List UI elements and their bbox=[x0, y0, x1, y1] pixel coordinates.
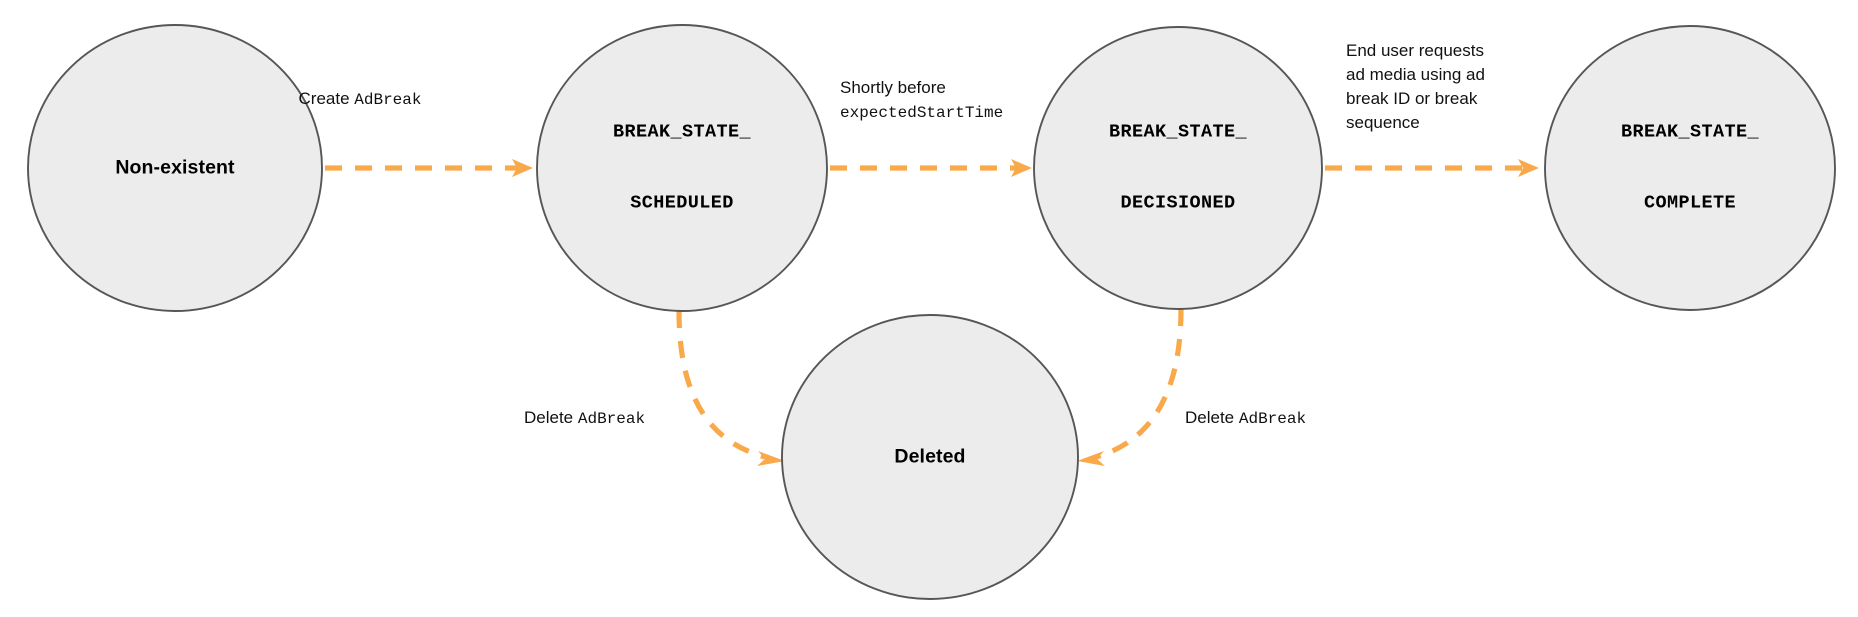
node-break-state-complete[interactable] bbox=[1544, 25, 1836, 311]
node-break-state-decisioned[interactable] bbox=[1033, 26, 1323, 310]
node-break-state-scheduled[interactable] bbox=[536, 24, 828, 312]
edge-layer bbox=[325, 159, 1539, 466]
node-non-existent[interactable] bbox=[27, 24, 323, 312]
node-deleted[interactable] bbox=[781, 314, 1079, 600]
node-layer bbox=[27, 24, 1836, 600]
edge-delete-from-decisioned bbox=[1077, 308, 1184, 466]
edge-create-adbreak bbox=[325, 159, 533, 177]
edge-end-user-requests bbox=[1325, 159, 1539, 177]
edge-shortly-before bbox=[830, 159, 1032, 177]
edge-delete-from-scheduled bbox=[676, 310, 785, 466]
